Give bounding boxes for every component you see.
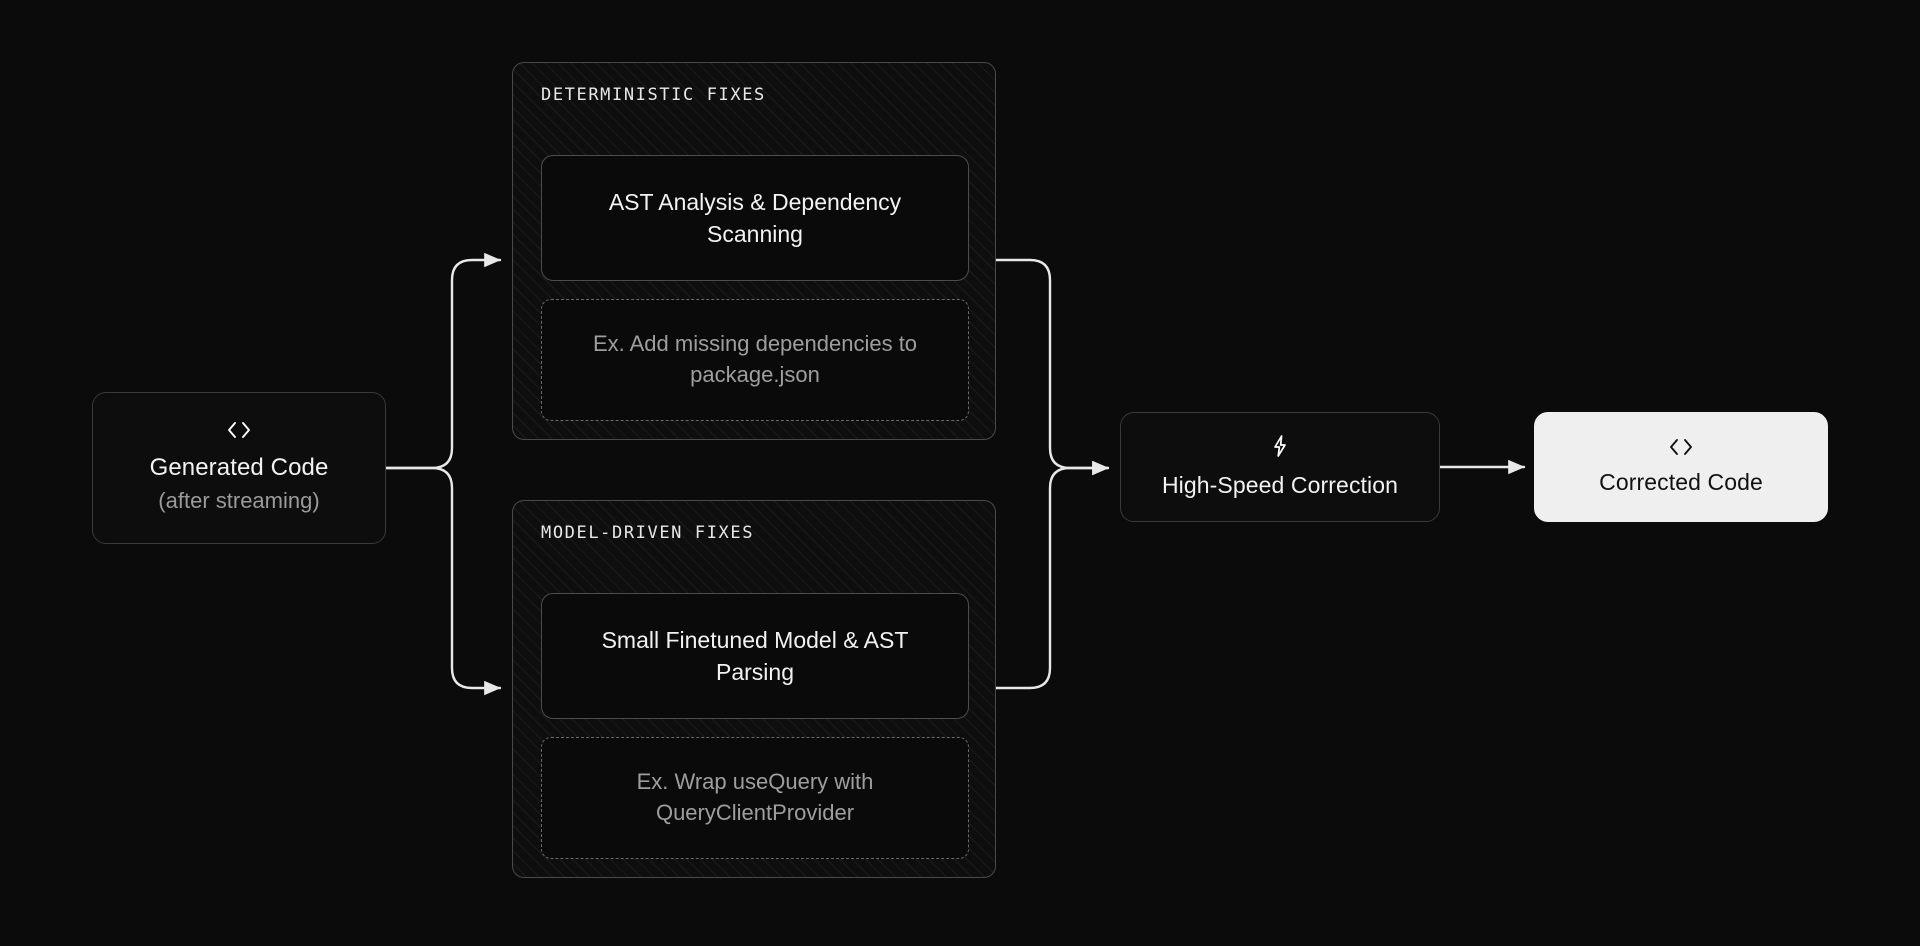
- group-label: DETERMINISTIC FIXES: [541, 85, 766, 105]
- edge-model-driven-to-high-speed: [994, 460, 1110, 690]
- card-model-driven-method[interactable]: Small Finetuned Model & AST Parsing: [541, 593, 969, 719]
- example-deterministic[interactable]: Ex. Add missing dependencies to package.…: [541, 299, 969, 421]
- node-generated-code[interactable]: Generated Code (after streaming): [92, 392, 386, 544]
- card-text: Small Finetuned Model & AST Parsing: [601, 626, 909, 685]
- edge-deterministic-to-high-speed: [994, 258, 1110, 476]
- card-text: AST Analysis & Dependency Scanning: [608, 188, 902, 247]
- edge-generated-to-model-driven: [384, 466, 502, 696]
- example-text: Ex. Add missing dependencies to package.…: [592, 331, 918, 387]
- code-brackets-icon: [226, 421, 252, 443]
- example-model-driven[interactable]: Ex. Wrap useQuery with QueryClientProvid…: [541, 737, 969, 859]
- node-title: Corrected Code: [1599, 468, 1763, 495]
- node-title: High-Speed Correction: [1161, 471, 1399, 498]
- example-text: Ex. Wrap useQuery with QueryClientProvid…: [636, 769, 874, 825]
- group-deterministic-fixes[interactable]: DETERMINISTIC FIXES AST Analysis & Depen…: [512, 62, 996, 440]
- group-label: MODEL-DRIVEN FIXES: [541, 523, 755, 543]
- node-high-speed-correction[interactable]: High-Speed Correction: [1120, 412, 1440, 522]
- code-brackets-icon: [1668, 438, 1694, 460]
- edge-generated-to-deterministic: [384, 252, 502, 470]
- node-title: Generated Code: [149, 453, 329, 481]
- lightning-bolt-icon: [1272, 434, 1288, 461]
- card-deterministic-method[interactable]: AST Analysis & Dependency Scanning: [541, 155, 969, 281]
- node-corrected-code[interactable]: Corrected Code: [1534, 412, 1828, 522]
- node-subtitle: (after streaming): [158, 487, 320, 513]
- group-model-driven-fixes[interactable]: MODEL-DRIVEN FIXES Small Finetuned Model…: [512, 500, 996, 878]
